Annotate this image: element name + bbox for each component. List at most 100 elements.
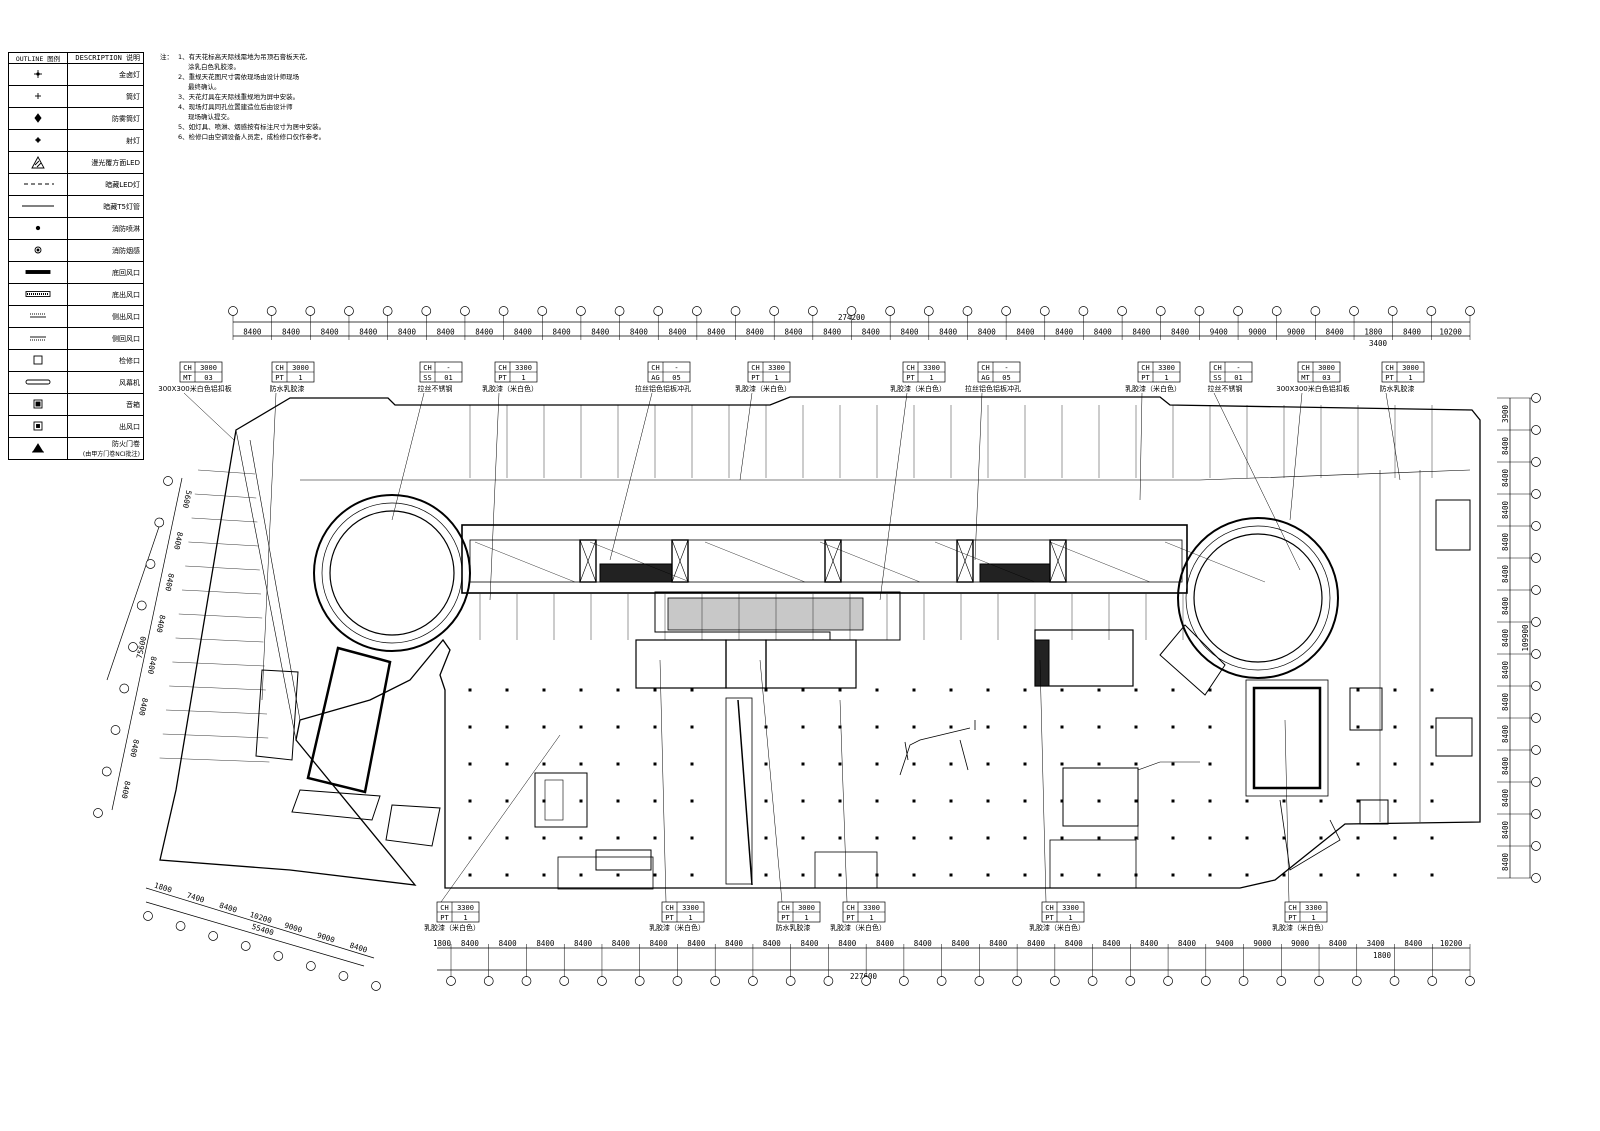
column-dot <box>542 688 546 692</box>
left-rotunda-inner <box>329 510 455 636</box>
bottom-callout-ch-value: 3000 <box>798 904 815 912</box>
grid-axis-bubble <box>338 971 349 981</box>
right-rotunda-inner <box>1193 533 1323 663</box>
corridor-dark-1 <box>599 563 673 583</box>
corridor-diagonal <box>704 541 806 583</box>
bottom-callout-ch-value: 3300 <box>1062 904 1079 912</box>
bottom-span-dim: 10200 <box>1440 939 1463 948</box>
column-dot <box>542 799 546 803</box>
top-callout-code-value: 05 <box>672 374 680 382</box>
top-callout-ch-value: - <box>1236 364 1240 372</box>
column-dot <box>653 799 657 803</box>
grid-axis-bubble <box>154 517 165 528</box>
lower-left-total-dim: 55400 <box>251 922 276 937</box>
top-callout-label: 拉丝不锈钢 <box>1208 384 1243 393</box>
bottom-leader-line <box>759 659 783 903</box>
note-line: 最终确认。 <box>160 82 350 92</box>
grid-axis-bubble <box>597 976 607 986</box>
column-dot <box>912 873 916 877</box>
column-dot <box>1208 762 1212 766</box>
column-dot <box>1171 873 1175 877</box>
column-dot <box>1060 799 1064 803</box>
grid-axis-bubble <box>421 306 432 316</box>
bottom-callout-code-value: 1 <box>869 914 873 922</box>
grid-axis-bubble <box>1465 306 1475 316</box>
bottom-leader-line <box>839 699 848 903</box>
grid-axis-bubble <box>273 951 284 961</box>
column-dot <box>1060 688 1064 692</box>
grid-axis-bubble <box>1155 306 1166 316</box>
bottom-callout-code-value: 1 <box>804 914 808 922</box>
legend-symbol <box>8 327 68 350</box>
column-dot <box>468 688 472 692</box>
column-dot <box>1430 836 1434 840</box>
bottom-span-dim: 8400 <box>838 939 857 948</box>
top-span-dim: 8400 <box>437 328 456 337</box>
grid-axis-bubble <box>208 931 218 941</box>
side-return-vent-icon <box>30 336 46 340</box>
column-dot <box>505 688 509 692</box>
column-dot <box>505 725 509 729</box>
top-callout-ch-value: 3000 <box>200 364 217 372</box>
legend-label-text: 底回风口 <box>112 268 140 277</box>
column-dot <box>912 762 916 766</box>
legend-label-subtext: (由甲方门卷NCI批注) <box>82 451 140 458</box>
left-span-dim: 5600 <box>181 490 194 510</box>
grid-axis-bubble <box>1351 976 1362 986</box>
west-wing-partition <box>178 613 263 619</box>
grid-axis-bubble <box>1078 306 1089 316</box>
grid-axis-bubble <box>521 976 532 986</box>
column-dot <box>1023 725 1027 729</box>
small-cross-icon <box>35 92 41 99</box>
grid-axis-bubble <box>1001 306 1011 316</box>
corridor-truss <box>956 539 974 583</box>
column-dot <box>505 762 509 766</box>
right-span-dim: 8400 <box>1501 788 1510 807</box>
grid-axis-bubble <box>974 976 985 986</box>
ring-dot-icon <box>34 246 42 253</box>
grid-axis-bubble <box>730 306 741 316</box>
grid-axis-bubble <box>1194 306 1205 316</box>
column-dot <box>579 762 583 766</box>
top-span-dim: 8400 <box>359 328 378 337</box>
column-dot <box>1245 836 1249 840</box>
column-dot <box>1356 836 1360 840</box>
spine-box <box>725 697 753 885</box>
column-dot <box>801 836 805 840</box>
east-block-3 <box>1359 799 1389 825</box>
column-dot <box>653 688 657 692</box>
top-span-dim: 9000 <box>1248 328 1267 337</box>
truss-brace <box>824 539 842 583</box>
top-span-dim: 8400 <box>398 328 417 337</box>
column-dot <box>1023 873 1027 877</box>
column-dot <box>1134 873 1138 877</box>
lower-left-dim-line <box>145 887 375 959</box>
column-dot <box>579 873 583 877</box>
bottom-callout-label: 乳胶漆（米白色） <box>1272 923 1328 932</box>
grid-axis-bubble <box>807 306 818 316</box>
top-span-dim: 8400 <box>900 328 919 337</box>
legend-label-text: 消防烟感 <box>112 246 140 255</box>
grid-axis-bubble <box>769 306 780 316</box>
legend-row: 消防烟感 <box>8 239 144 262</box>
bottom-callout-ch-value: 3300 <box>1305 904 1322 912</box>
bottom-callout-ch: CH <box>665 904 673 912</box>
lower-left-span-dim: 8400 <box>348 941 368 955</box>
top-callout-code-value: 01 <box>1234 374 1242 382</box>
column-dot <box>1319 799 1323 803</box>
bottom-callout-ch: CH <box>1288 904 1296 912</box>
column-dot <box>801 762 805 766</box>
column-dot <box>505 799 509 803</box>
bottom-span-dim: 8400 <box>612 939 631 948</box>
top-callout-ch: CH <box>651 364 659 372</box>
legend-row: 暗藏LED灯 <box>8 173 144 196</box>
west-wing-stair <box>255 669 299 761</box>
legend-label-text: 防火门卷 <box>112 440 140 448</box>
legend-label-text: 消防喷淋 <box>112 224 140 233</box>
column-dot <box>579 836 583 840</box>
left-stair <box>385 804 441 847</box>
kiosk-bottom-3 <box>814 851 878 889</box>
column-dot <box>653 762 657 766</box>
column-dot <box>1208 725 1212 729</box>
grid-axis-bubble <box>962 306 973 316</box>
